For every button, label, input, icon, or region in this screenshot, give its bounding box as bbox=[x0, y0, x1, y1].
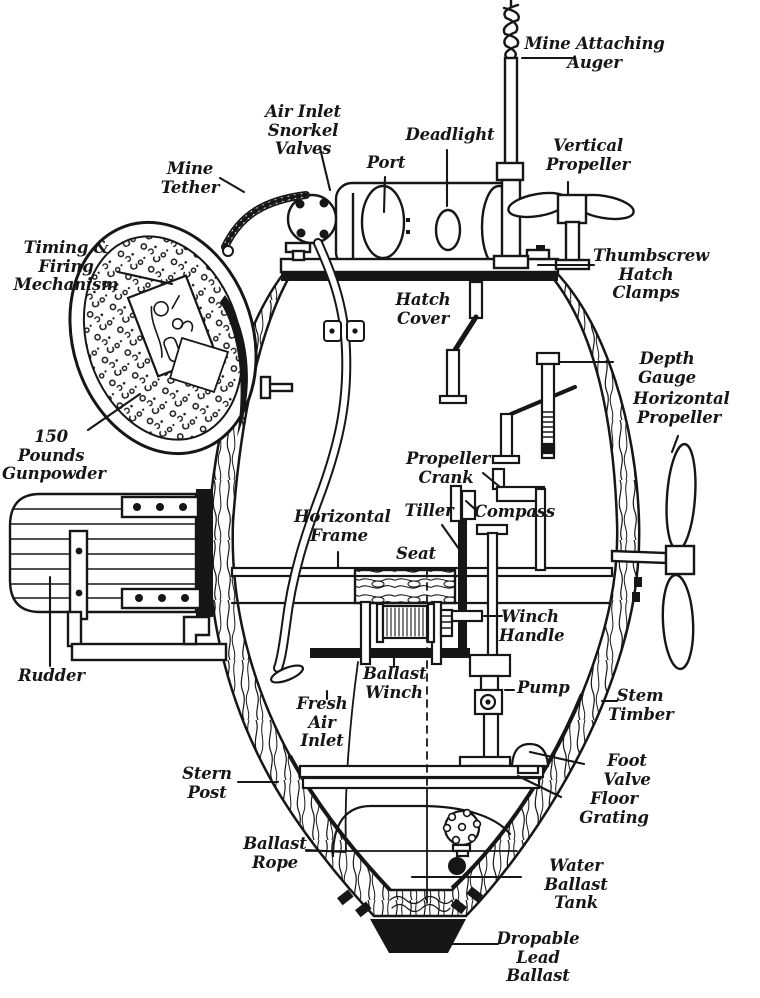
seat-board bbox=[353, 568, 457, 605]
tiller-head bbox=[449, 484, 463, 523]
floor-beam-lower bbox=[301, 776, 541, 790]
leader-lines bbox=[48, 56, 680, 946]
winch-drum bbox=[381, 604, 429, 640]
floor-beam-upper bbox=[298, 764, 545, 779]
hatch-brace-foot bbox=[438, 394, 468, 405]
horizontal-propeller-hub bbox=[664, 544, 696, 576]
deadlight-opening bbox=[434, 208, 462, 252]
hatch-brace-lower-post bbox=[445, 348, 461, 400]
snorkel-valve-plate bbox=[286, 193, 338, 245]
mine-side-panel bbox=[168, 336, 230, 394]
winch-crank-arm bbox=[450, 609, 484, 623]
ballast-winch-assembly bbox=[344, 600, 454, 851]
bottom-cleats bbox=[337, 886, 483, 918]
auger-spiral bbox=[502, 6, 520, 60]
mine-assembly bbox=[68, 220, 258, 456]
hatch-clamp-right bbox=[525, 245, 551, 261]
depth-gauge-arm-foot bbox=[491, 454, 521, 465]
hatch-assembly bbox=[259, 181, 560, 400]
auger-spiral-2 bbox=[503, 3, 520, 60]
fresh-air-tube bbox=[269, 238, 365, 684]
rudder-frame-left-post bbox=[66, 610, 83, 648]
pump-assembly bbox=[458, 653, 512, 773]
rudder-assembly bbox=[8, 489, 228, 662]
bottom-wood-swirl bbox=[389, 895, 453, 913]
compass-box bbox=[460, 489, 477, 521]
ballast-rope-line bbox=[344, 661, 359, 851]
leader-ballast-rope bbox=[304, 848, 347, 854]
rudder-strap bbox=[68, 529, 89, 621]
leader-timing-firing-mechanism bbox=[116, 270, 174, 286]
hull-interior bbox=[230, 280, 614, 918]
vertical-propeller-hub bbox=[556, 193, 588, 225]
fresh-air-tube-mouth bbox=[269, 664, 305, 684]
hatch-cover-seal bbox=[281, 272, 558, 281]
water-ballast-tank-assembly bbox=[331, 804, 512, 875]
winch-gear bbox=[439, 608, 454, 638]
mine-shadow bbox=[220, 295, 248, 437]
vertical-propeller-shaft bbox=[564, 220, 581, 264]
horizontal-propeller-assembly bbox=[610, 442, 697, 671]
foot-valve-dome bbox=[510, 742, 550, 768]
leader-tiller bbox=[440, 523, 461, 551]
tiller-bar bbox=[458, 519, 467, 655]
thumbscrew-handle bbox=[259, 375, 294, 400]
leader-port bbox=[382, 175, 387, 214]
foot-valve-base bbox=[516, 764, 540, 775]
snorkel-valve-ports bbox=[295, 198, 329, 239]
depth-gauge-cap bbox=[535, 351, 561, 366]
leader-air-inlet-snorkel-valves bbox=[318, 146, 332, 192]
mine-tether-rope bbox=[221, 191, 310, 257]
tube-clamp bbox=[323, 320, 365, 342]
depth-gauge-assembly bbox=[491, 351, 577, 465]
leader-gunpowder bbox=[86, 392, 142, 432]
hatch-clamp-left bbox=[284, 241, 312, 262]
dropable-lead-ballast-shape bbox=[370, 919, 466, 953]
leader-compass bbox=[464, 499, 479, 513]
rudder-frame-step bbox=[182, 615, 211, 646]
leader-foot-valve bbox=[528, 750, 586, 766]
auger-collar bbox=[495, 161, 525, 182]
auger-base bbox=[492, 254, 530, 270]
auger-sleeve bbox=[500, 178, 522, 260]
stem-timber-shape bbox=[450, 693, 584, 890]
depth-gauge-mark bbox=[540, 442, 556, 455]
rudder-post-strip bbox=[196, 489, 213, 617]
winch-handle-rod bbox=[486, 531, 499, 662]
hatch-brace-post bbox=[468, 280, 484, 320]
rudder-frame-bar bbox=[70, 642, 228, 662]
leader-floor-grating bbox=[516, 774, 563, 799]
mine-attaching-auger-assembly bbox=[492, 0, 530, 270]
hatch-brace-diagonal bbox=[452, 314, 479, 353]
depth-gauge-arm-post bbox=[499, 412, 514, 460]
lower-deck-bar bbox=[310, 648, 470, 658]
tank-valve bbox=[448, 857, 466, 875]
propeller-crank-drop bbox=[534, 487, 547, 572]
leader-mine-tether bbox=[218, 176, 246, 194]
depth-gauge-tube bbox=[540, 362, 556, 460]
propeller-shaft bbox=[610, 549, 668, 565]
leader-propeller-crank bbox=[481, 471, 502, 489]
leader-horizontal-propeller bbox=[670, 434, 680, 454]
port-opening bbox=[360, 184, 406, 260]
auger-shaft bbox=[503, 56, 519, 166]
